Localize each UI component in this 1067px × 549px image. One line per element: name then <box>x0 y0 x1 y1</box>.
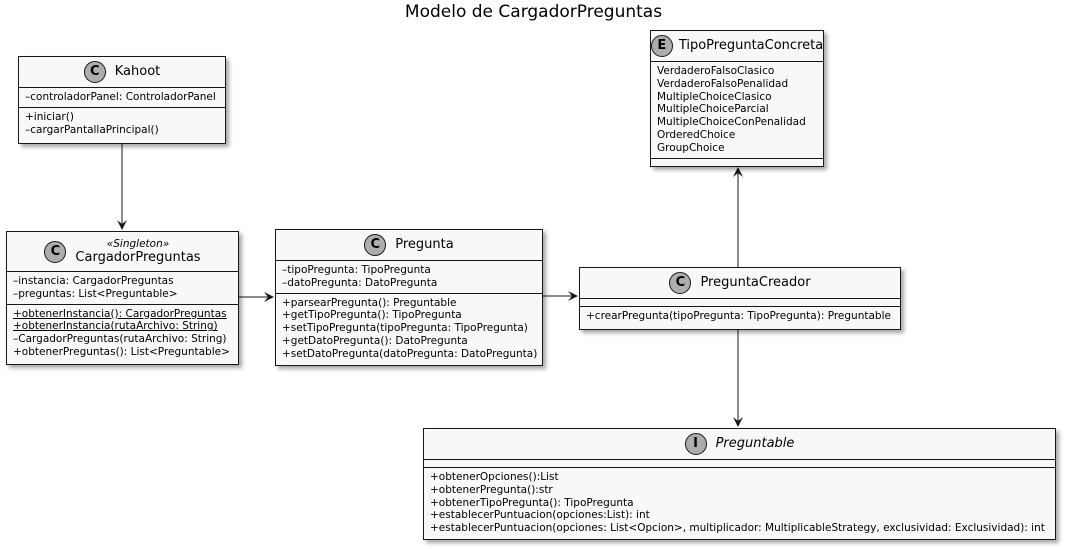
field: –instancia: CargadorPreguntas <box>13 275 174 287</box>
enum-tipo-values: VerdaderoFalsoClasico VerdaderoFalsoPena… <box>651 62 823 159</box>
class-creador-header: C PreguntaCreador <box>580 268 900 299</box>
enum-value: VerdaderoFalsoPenalidad <box>657 77 789 90</box>
class-creador-fields <box>580 299 900 307</box>
class-pregunta-methods: +parsearPregunta(): Preguntable +getTipo… <box>276 294 542 364</box>
class-name: Pregunta <box>395 237 454 252</box>
enum-value: OrderedChoice <box>657 128 736 141</box>
interface-preguntable-methods: +obtenerOpciones():List +obtenerPregunta… <box>424 468 1055 538</box>
method: +obtenerTipoPregunta(): TipoPregunta <box>430 496 634 509</box>
method: +obtenerOpciones():List <box>430 471 559 483</box>
interface-name: Preguntable <box>715 436 795 451</box>
class-cargador-fields: –instancia: CargadorPreguntas –preguntas… <box>7 272 238 305</box>
class-kind-icon: C <box>44 240 67 263</box>
class-pregunta-fields: –tipoPregunta: TipoPregunta –datoPregunt… <box>276 261 542 294</box>
method: +obtenerPregunta():str <box>430 483 553 496</box>
method: –cargarPantallaPrincipal() <box>25 123 159 136</box>
interface-preguntable-header: I Preguntable <box>424 429 1055 460</box>
class-name: Kahoot <box>114 64 161 79</box>
method: +establecerPuntuacion(opciones:List): in… <box>430 509 650 522</box>
method: +iniciar() <box>25 110 74 123</box>
class-stereotype: «Singleton» <box>106 237 170 250</box>
method-static: +obtenerInstancia(): CargadorPreguntas <box>13 307 227 320</box>
class-kahoot[interactable]: C Kahoot –controladorPanel: ControladorP… <box>18 56 226 144</box>
enum-tipo-pregunta-concreta[interactable]: E TipoPreguntaConcreta VerdaderoFalsoCla… <box>650 30 824 167</box>
class-cargador-methods: +obtenerInstancia(): CargadorPreguntas +… <box>7 305 238 362</box>
method: +setDatoPregunta(datoPregunta: DatoPregu… <box>282 347 538 360</box>
method: –CargadorPreguntas(rutaArchivo: String) <box>13 333 227 346</box>
method: +crearPregunta(tipoPregunta: TipoPregunt… <box>586 310 891 322</box>
enum-value: GroupChoice <box>657 141 725 154</box>
diagram-title: Modelo de CargadorPreguntas <box>404 2 663 22</box>
enum-value: MultipleChoiceClasico <box>657 90 772 103</box>
enum-value: MultipleChoiceConPenalidad <box>657 116 806 129</box>
method: +getDatoPregunta(): DatoPregunta <box>282 334 468 347</box>
field: –preguntas: List<Preguntable> <box>13 287 178 300</box>
class-kind-icon: C <box>364 234 387 256</box>
method: +obtenerPreguntas(): List<Preguntable> <box>13 345 230 358</box>
class-kind-icon: C <box>669 272 692 294</box>
enum-value: MultipleChoiceParcial <box>657 103 769 116</box>
class-kahoot-fields: –controladorPanel: ControladorPanel <box>19 88 225 108</box>
interface-preguntable[interactable]: I Preguntable +obtenerOpciones():List +o… <box>423 428 1056 540</box>
method-static: +obtenerInstancia(rutaArchivo: String) <box>13 320 218 333</box>
class-cargador-preguntas[interactable]: C «Singleton» CargadorPreguntas –instanc… <box>6 231 239 365</box>
method: +parsearPregunta(): Preguntable <box>282 296 457 309</box>
method: +establecerPuntuacion(opciones: List<Opc… <box>430 522 1045 535</box>
class-pregunta[interactable]: C Pregunta –tipoPregunta: TipoPregunta –… <box>275 229 543 366</box>
class-kind-icon: C <box>83 61 106 83</box>
class-name: PreguntaCreador <box>700 275 811 290</box>
class-kahoot-header: C Kahoot <box>19 57 225 88</box>
enum-tipo-header: E TipoPreguntaConcreta <box>650 31 824 62</box>
enum-kind-icon: E <box>650 35 673 57</box>
enum-value: VerdaderoFalsoClasico <box>657 65 775 77</box>
class-name: CargadorPreguntas <box>75 249 201 265</box>
class-kahoot-methods: +iniciar() –cargarPantallaPrincipal() <box>19 108 225 140</box>
field: –tipoPregunta: TipoPregunta <box>282 264 431 276</box>
field: –datoPregunta: DatoPregunta <box>282 276 438 289</box>
field: –controladorPanel: ControladorPanel <box>25 91 216 103</box>
enum-tipo-methods <box>651 159 823 166</box>
class-creador-methods: +crearPregunta(tipoPregunta: TipoPregunt… <box>580 307 900 326</box>
method: +setTipoPregunta(tipoPregunta: TipoPregu… <box>282 322 528 335</box>
interface-preguntable-fields <box>424 460 1055 468</box>
method: +getTipoPregunta(): TipoPregunta <box>282 309 462 322</box>
class-pregunta-header: C Pregunta <box>276 230 542 261</box>
interface-kind-icon: I <box>684 433 707 455</box>
enum-name: TipoPreguntaConcreta <box>678 38 824 53</box>
class-pregunta-creador[interactable]: C PreguntaCreador +crearPregunta(tipoPre… <box>579 267 901 330</box>
class-cargador-header: C «Singleton» CargadorPreguntas <box>7 232 238 272</box>
